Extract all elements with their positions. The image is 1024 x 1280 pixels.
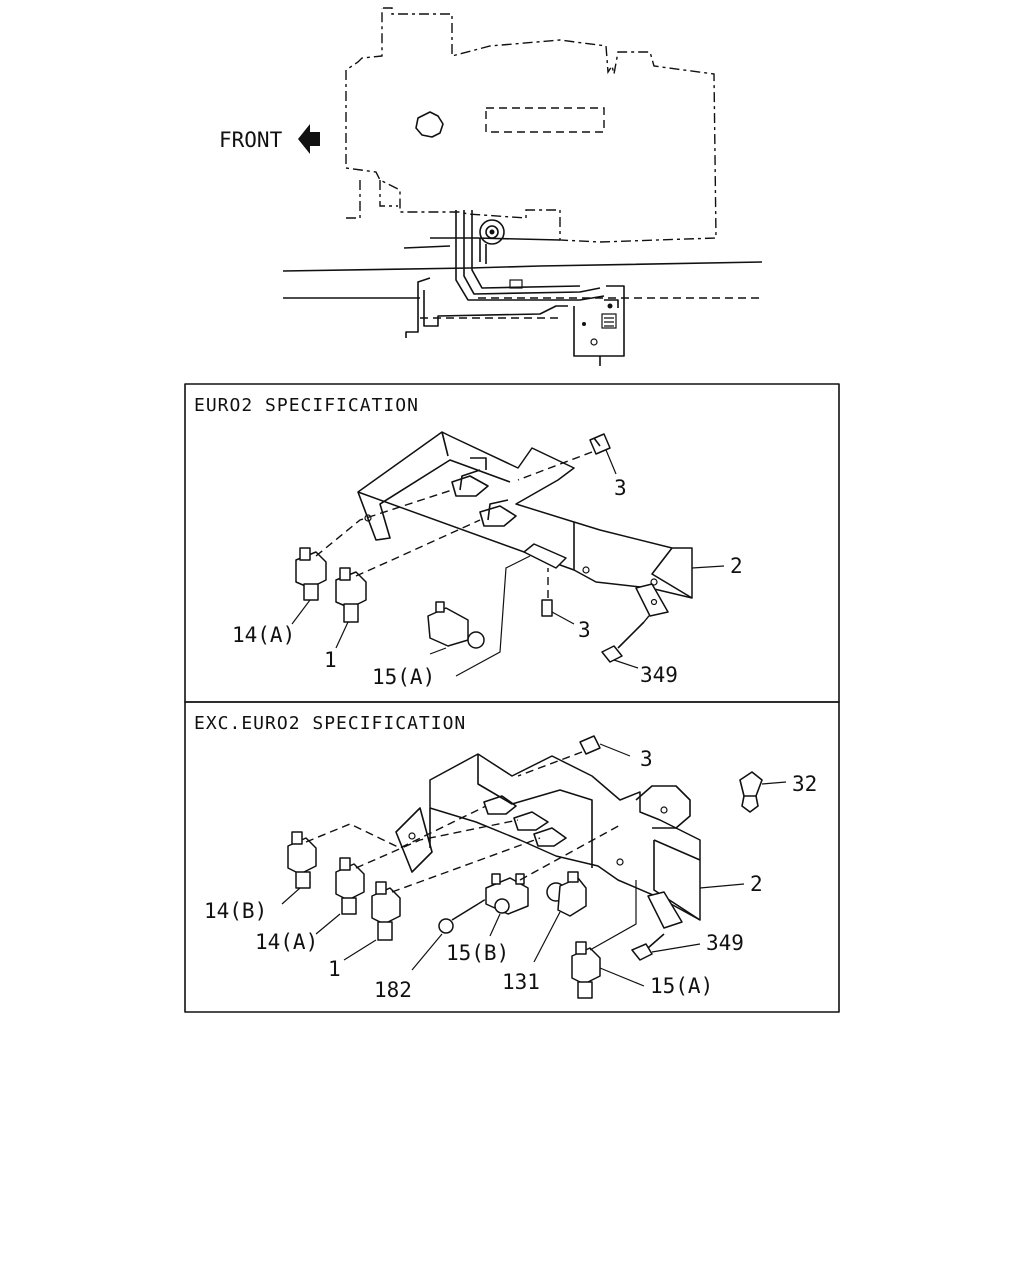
bolt-349-exc: 349: [631, 931, 744, 961]
panel-euro2-title: EURO2 SPECIFICATION: [194, 395, 419, 416]
bolt-3-mid: 3: [541, 568, 591, 642]
callout-15a: 15(A): [372, 665, 435, 689]
bolt-3-top: 3: [517, 433, 627, 500]
callout-15a-exc: 15(A): [650, 974, 713, 998]
callout-2-exc: 2: [750, 872, 763, 896]
callout-3-exc: 3: [640, 747, 653, 771]
bracket-2: [357, 431, 693, 617]
callout-15b: 15(B): [446, 941, 509, 965]
panel-euro2: EURO2 SPECIFICATION: [184, 383, 840, 703]
vsv-14b: 14(B): [204, 805, 487, 923]
callout-1: 1: [324, 648, 337, 672]
vsv-15b: 15(B): [446, 823, 623, 965]
bolt-349: 349: [601, 611, 678, 687]
bracket-2-exc: [395, 753, 701, 929]
callout-131: 131: [502, 970, 540, 994]
vsv-15a-exc: 15(A): [571, 880, 713, 999]
callout-349-exc: 349: [706, 931, 744, 955]
vsv-14a-exc: 14(A): [255, 819, 519, 954]
callout-14a: 14(A): [232, 623, 295, 647]
callout-1-exc: 1: [328, 957, 341, 981]
panel-exc-euro2: EXC.EURO2 SPECIFICATION 3: [184, 701, 840, 1013]
callout-182: 182: [374, 978, 412, 1002]
callout-349: 349: [640, 663, 678, 687]
bolt-3-exc: 3: [517, 735, 653, 777]
front-label: FRONT: [219, 128, 283, 152]
front-arrow-icon: [298, 124, 320, 154]
panel-exc-frame: [184, 701, 840, 1013]
callout-14a-exc: 14(A): [255, 930, 318, 954]
vsv-1: 1: [324, 519, 481, 672]
bolt-182: 182: [374, 893, 495, 1002]
callout-32: 32: [792, 772, 817, 796]
vsv-14a: 14(A): [232, 489, 453, 647]
callout-3-top: 3: [614, 476, 627, 500]
callout-2: 2: [730, 554, 743, 578]
vsv-1-exc: 1: [328, 837, 541, 981]
callout-3-mid: 3: [578, 618, 591, 642]
vsv-15a: 15(A): [372, 555, 531, 689]
engine-overview: FRONT: [219, 7, 763, 366]
clip-32: 32: [739, 771, 817, 813]
panel-exc-title: EXC.EURO2 SPECIFICATION: [194, 713, 466, 734]
callout-14b: 14(B): [204, 899, 267, 923]
vsv-131: 131: [502, 871, 587, 994]
